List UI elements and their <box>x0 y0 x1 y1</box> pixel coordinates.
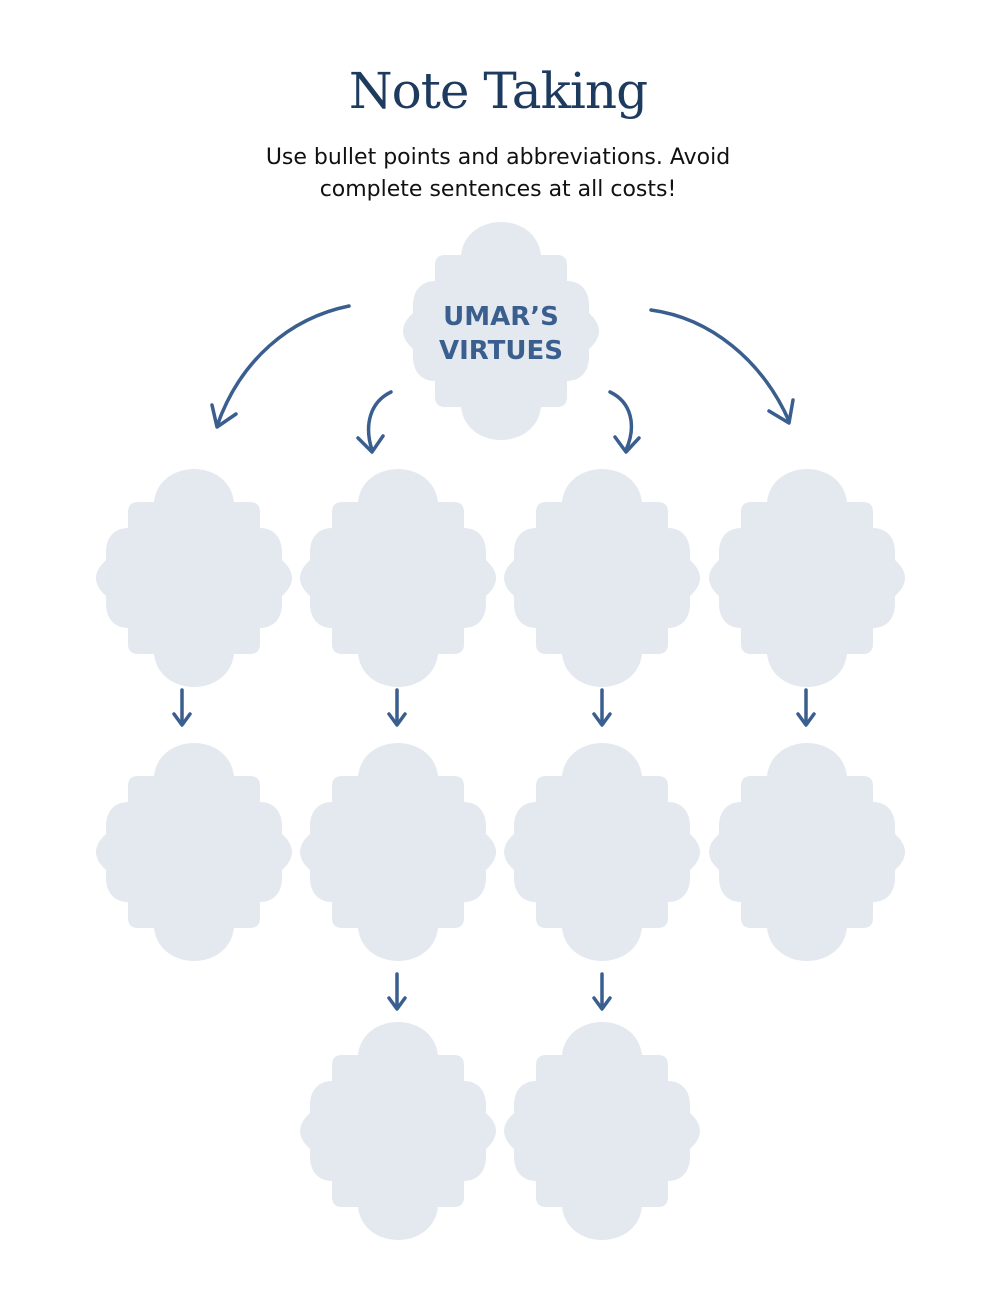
arrow-row-1-to-2-col-1 <box>172 688 192 727</box>
node-row-3-col-2 <box>300 1022 496 1240</box>
page-title: Note Taking <box>348 62 648 120</box>
arrow-row-1-to-2-col-3 <box>592 688 612 727</box>
arrow-center-to-col-2 <box>366 390 393 452</box>
arrow-row-1-to-2-col-2 <box>387 688 407 727</box>
node-row-2-col-4 <box>709 743 905 961</box>
center-node: UMAR’S VIRTUES <box>403 222 599 440</box>
node-row-3-col-3 <box>504 1022 700 1240</box>
arrow-center-to-col-3 <box>608 390 634 452</box>
arrow-row-2-to-3-col-2 <box>387 972 407 1011</box>
arrow-head-col-2 <box>356 434 385 454</box>
node-row-1-col-4 <box>709 469 905 687</box>
arrow-head-col-1 <box>210 403 238 429</box>
arrow-row-2-to-3-col-3 <box>592 972 612 1011</box>
node-row-2-col-2 <box>300 743 496 961</box>
page-subtitle: Use bullet points and abbreviations. Avo… <box>265 145 731 202</box>
node-row-1-col-1 <box>96 469 292 687</box>
arrow-row-1-to-2-col-4 <box>796 688 816 727</box>
arrow-head-col-3 <box>613 435 641 454</box>
arrow-head-col-4 <box>767 398 795 425</box>
arrow-center-to-col-1 <box>215 304 351 428</box>
node-row-1-col-2 <box>300 469 496 687</box>
center-node-label-line-1: UMAR’S <box>443 302 559 332</box>
arrow-center-to-col-4 <box>649 308 791 423</box>
center-node-label-line-2: VIRTUES <box>439 336 563 366</box>
node-row-2-col-1 <box>96 743 292 961</box>
node-row-1-col-3 <box>504 469 700 687</box>
node-row-2-col-3 <box>504 743 700 961</box>
